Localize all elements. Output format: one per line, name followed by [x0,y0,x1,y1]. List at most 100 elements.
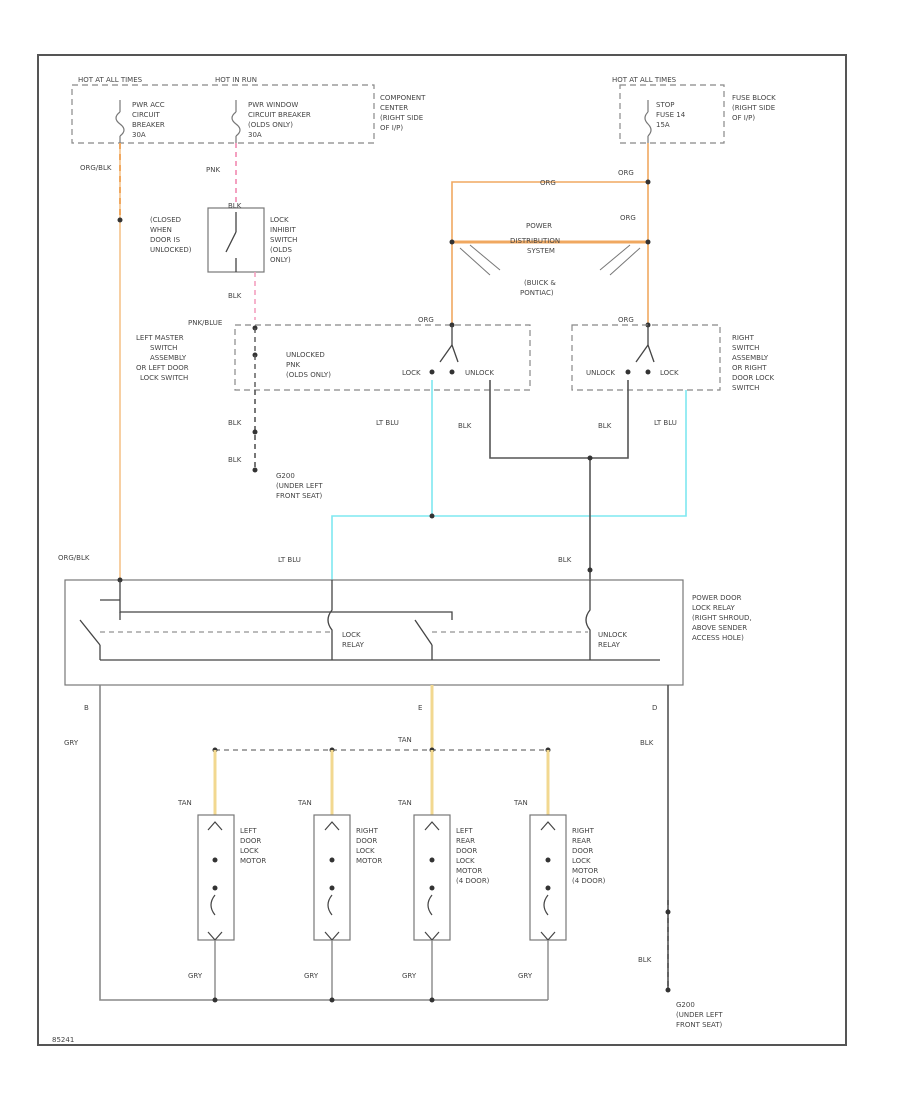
unlocked-pnk-label: UNLOCKED PNK (OLDS ONLY) [286,351,331,379]
stop-fuse-symbol [644,100,652,143]
pin-b: B [84,704,89,712]
node-right-unlock [625,369,631,375]
wire-lt-blu-right [432,390,687,517]
motor-left-rear-door [413,814,451,941]
svg-text:STOP: STOP [656,101,674,109]
svg-text:HOT AT ALL TIMES: HOT AT ALL TIMES [78,76,143,84]
label-org-left-switch: ORG [418,316,434,324]
label-blk-left2: BLK [228,456,242,464]
svg-text:UNLOCKED): UNLOCKED) [150,246,192,254]
node-gry-2 [329,997,335,1003]
wire-org-top [451,143,649,325]
svg-text:LOCK RELAY: LOCK RELAY [692,604,735,612]
node-pd-right [645,239,651,245]
svg-text:MOTOR: MOTOR [456,867,482,875]
svg-text:LOCK: LOCK [342,631,361,639]
wire-blk-unlock [489,380,629,459]
svg-text:SWITCH: SWITCH [270,236,297,244]
pwr-window-breaker-symbol [231,100,241,143]
label-gry-m2: GRY [304,972,319,980]
unlock-relay-label: UNLOCK RELAY [598,631,627,649]
svg-text:ASSEMBLY: ASSEMBLY [732,354,769,362]
node-gry-3 [429,997,435,1003]
label-org-blk-relay: ORG/BLK [58,554,90,562]
node-left-lock [429,369,435,375]
svg-text:30A: 30A [248,131,262,139]
fuse-block-label: FUSE BLOCK (RIGHT SIDE OF I/P) [732,94,776,122]
svg-text:(4 DOOR): (4 DOOR) [456,877,490,885]
label-pnk-blue: PNK/BLUE [188,319,222,327]
label-lt-blu-relay: LT BLU [278,556,301,564]
relay-module-label: POWER DOOR LOCK RELAY (RIGHT SHROUD, ABO… [692,594,752,642]
svg-text:RIGHT: RIGHT [356,827,379,835]
label-blk-mid: BLK [458,422,472,430]
svg-text:LOCK: LOCK [356,847,375,855]
svg-text:G200: G200 [676,1001,695,1009]
node-relay-blk [587,567,593,573]
relay-module-box [64,579,684,686]
motor-left-rear-door-label: LEFT REAR DOOR LOCK MOTOR (4 DOOR) [456,827,490,885]
svg-text:ASSEMBLY: ASSEMBLY [150,354,187,362]
svg-text:(RIGHT SIDE: (RIGHT SIDE [732,104,775,112]
hot-at-all-times-label-2: HOT AT ALL TIMES [612,76,677,84]
lock-inhibit-switch-label: LOCK INHIBIT SWITCH (OLDS ONLY) [270,216,297,264]
pin-d: D [652,704,657,712]
svg-text:RIGHT: RIGHT [732,334,755,342]
svg-text:DOOR: DOOR [572,847,593,855]
svg-text:15A: 15A [656,121,670,129]
svg-text:PWR ACC: PWR ACC [132,101,165,109]
label-tan-m4: TAN [513,799,528,807]
label-lt-blu-left: LT BLU [376,419,399,427]
label-unlock-right: UNLOCK [586,369,615,377]
label-gry-m1: GRY [188,972,203,980]
svg-text:LEFT: LEFT [240,827,257,835]
pwr-window-breaker-label: PWR WINDOW CIRCUIT BREAKER (OLDS ONLY) 3… [248,101,311,139]
svg-text:OR RIGHT: OR RIGHT [732,364,767,372]
svg-text:G200: G200 [276,472,295,480]
component-center-label: COMPONENT CENTER (RIGHT SIDE OF I/P) [380,94,426,132]
motor-left-door-label: LEFT DOOR LOCK MOTOR [240,827,266,865]
svg-text:POWER: POWER [526,222,552,230]
hot-in-run-label: HOT IN RUN [215,76,257,84]
svg-text:LEFT MASTER: LEFT MASTER [136,334,184,342]
svg-text:MOTOR: MOTOR [240,857,266,865]
svg-text:CENTER: CENTER [380,104,408,112]
g200-top-label: G200 (UNDER LEFT FRONT SEAT) [276,472,323,500]
label-pnk: PNK [206,166,220,174]
pd-arrows [459,244,641,276]
label-lock-right: LOCK [660,369,679,377]
svg-text:DOOR: DOOR [240,837,261,845]
svg-text:(CLOSED: (CLOSED [150,216,181,224]
svg-text:BREAKER: BREAKER [132,121,165,129]
svg-text:ACCESS HOLE): ACCESS HOLE) [692,634,744,642]
svg-text:DOOR: DOOR [456,847,477,855]
motor-right-door-label: RIGHT DOOR LOCK MOTOR [356,827,382,865]
svg-text:SWITCH: SWITCH [732,384,759,392]
node-blk-ground-1 [665,909,671,915]
node-blk-ground-2 [665,987,671,993]
svg-text:DOOR IS: DOOR IS [150,236,181,244]
svg-text:30A: 30A [132,131,146,139]
label-org-blk-top: ORG/BLK [80,164,112,172]
lock-inhibit-switch-contact [225,212,237,272]
svg-text:LEFT: LEFT [456,827,473,835]
svg-text:OR LEFT DOOR: OR LEFT DOOR [136,364,189,372]
node-left-unlock [449,369,455,375]
node-lt-blu-junction [429,513,435,519]
svg-text:CIRCUIT: CIRCUIT [132,111,161,119]
svg-text:LOCK SWITCH: LOCK SWITCH [140,374,188,382]
label-blk-switch: BLK [228,202,242,210]
lockout-switch-state-label: (CLOSED WHEN DOOR IS UNLOCKED) [150,216,192,254]
svg-text:PNK: PNK [286,361,300,369]
svg-text:DOOR LOCK: DOOR LOCK [732,374,775,382]
label-tan-m2: TAN [297,799,312,807]
node-org-top-right [645,179,651,185]
label-org-right1: ORG [618,169,634,177]
pwr-acc-breaker-label: PWR ACC CIRCUIT BREAKER 30A [132,101,165,139]
svg-text:SWITCH: SWITCH [732,344,759,352]
label-org-right-switch: ORG [618,316,634,324]
hot-at-all-times-label-1: HOT AT ALL TIMES [78,76,143,84]
svg-text:(BUICK &: (BUICK & [524,279,556,287]
svg-text:LOCK: LOCK [270,216,289,224]
svg-text:DISTRIBUTION: DISTRIBUTION [510,237,560,245]
